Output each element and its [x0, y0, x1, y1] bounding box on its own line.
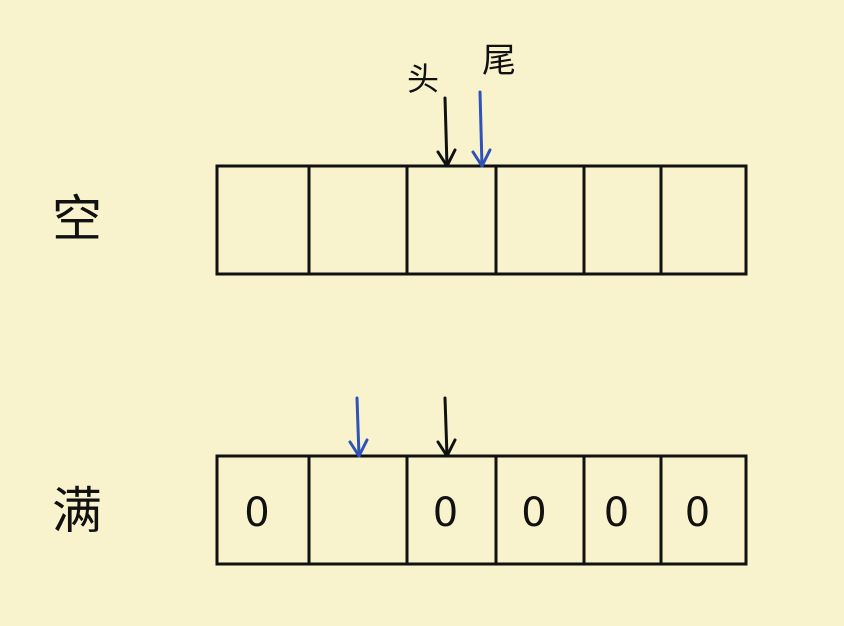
cell-value: 0	[604, 490, 629, 536]
empty-queue-label: 空	[52, 190, 102, 248]
full-queue-array: 0 0 0 0 0	[215, 396, 748, 566]
cell-value: 0	[433, 490, 458, 536]
empty-queue-array	[215, 90, 748, 276]
tail-pointer-arrow	[471, 90, 492, 168]
cell-value: 0	[685, 490, 710, 536]
head-label: 头	[407, 60, 439, 98]
cell-value: 0	[244, 490, 269, 536]
head-pointer-arrow	[436, 96, 457, 168]
queue-outline	[215, 454, 748, 566]
full-queue-label: 满	[52, 482, 102, 540]
head-pointer-arrow	[436, 396, 457, 458]
cell-value: 0	[521, 490, 546, 536]
tail-label: 尾	[482, 41, 516, 81]
tail-pointer-arrow	[348, 396, 369, 458]
